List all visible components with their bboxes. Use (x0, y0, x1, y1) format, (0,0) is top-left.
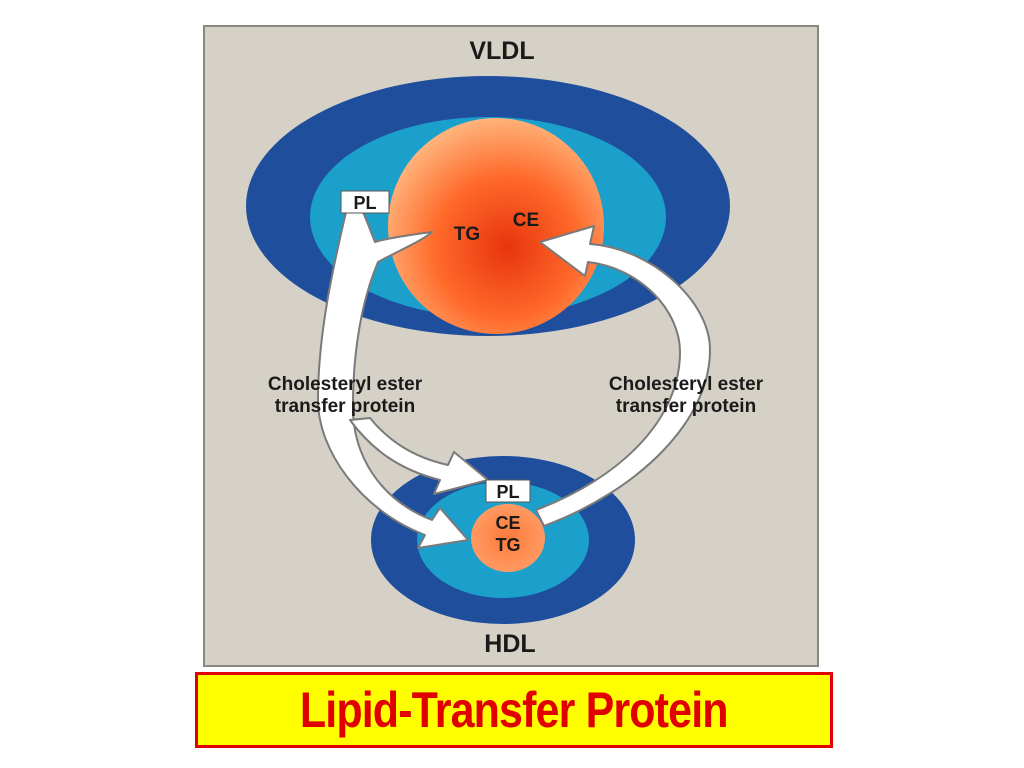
hdl-title: HDL (484, 630, 535, 658)
right-transfer-arrow (535, 225, 711, 527)
right-label-line2: transfer protein (616, 396, 756, 417)
right-label-line1: Cholesteryl ester (609, 374, 764, 395)
vldl-title: VLDL (469, 37, 534, 65)
hdl-ce-label: CE (495, 513, 520, 533)
vldl-ce-label: CE (513, 210, 539, 231)
title-banner: Lipid-Transfer Protein (195, 672, 833, 748)
vldl-pl-label: PL (353, 193, 376, 213)
hdl-pl-box (485, 479, 531, 503)
hdl-pl-label: PL (496, 482, 519, 502)
banner-title: Lipid-Transfer Protein (300, 682, 729, 738)
left-label-line2: transfer protein (275, 396, 415, 417)
vldl-tg-label: TG (454, 224, 480, 245)
hdl-core (471, 504, 545, 572)
vldl-core (388, 118, 604, 334)
hdl-tg-label: TG (496, 535, 521, 555)
vldl-pl-box (340, 190, 390, 214)
left-label-line1: Cholesteryl ester (268, 374, 423, 395)
